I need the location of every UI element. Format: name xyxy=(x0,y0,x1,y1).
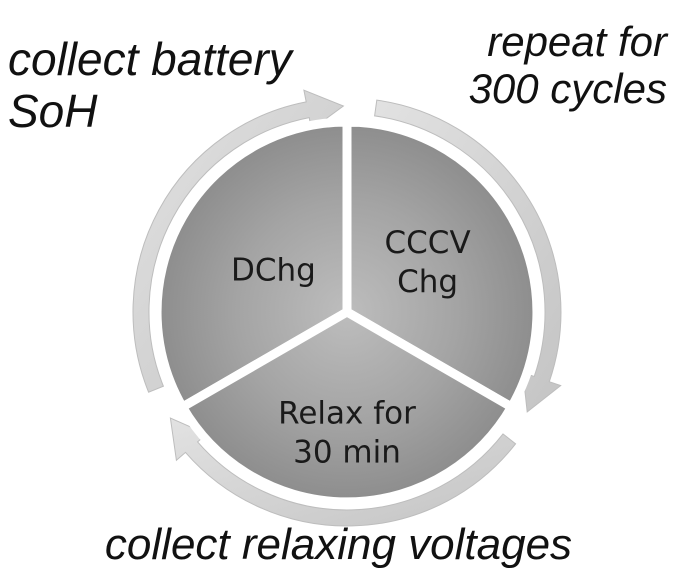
collect-soh-note: collect battery SoH xyxy=(8,33,292,137)
ring-arrow-cccv xyxy=(374,99,562,413)
segment-label-dchg: DChg xyxy=(231,253,316,289)
repeat-cycles-line-2: 300 cycles xyxy=(468,65,667,113)
segment-label-line: CCCV xyxy=(385,225,471,261)
collect-soh-line-1: collect battery xyxy=(8,33,292,85)
cycle-segments xyxy=(152,117,542,507)
ring-arrow-relax xyxy=(169,417,517,527)
collect-soh-line-2: SoH xyxy=(8,84,98,137)
segment-label-line: DChg xyxy=(231,253,316,289)
collect-voltages-note: collect relaxing voltages xyxy=(104,520,573,569)
segment-relax xyxy=(178,307,516,507)
segment-label-line: Relax for xyxy=(278,396,416,432)
segment-label-line: Chg xyxy=(397,264,458,300)
repeat-cycles-note: repeat for 300 cycles xyxy=(469,18,667,112)
repeat-cycles-line-1: repeat for xyxy=(487,18,667,65)
segment-label-line: 30 min xyxy=(293,435,401,471)
